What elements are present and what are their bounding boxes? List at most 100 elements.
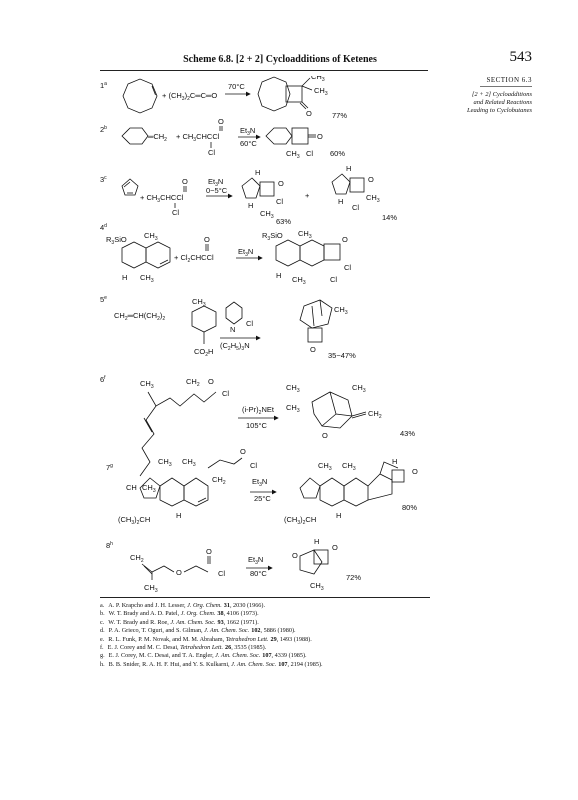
svg-text:+ CH3CHCCl: + CH3CHCCl — [176, 132, 220, 143]
reference-rest: , 5886 (1980). — [260, 627, 296, 635]
svg-text:80°C: 80°C — [250, 569, 267, 578]
svg-text:Cl: Cl — [208, 148, 215, 157]
svg-text:O: O — [368, 175, 374, 184]
reference-rest: , 2194 (1985). — [287, 660, 323, 668]
product-ring-c — [319, 477, 345, 507]
svg-text:O: O — [208, 377, 214, 386]
yield: 72% — [346, 573, 361, 582]
section-title: [2 + 2] Cycloadditions and Related React… — [442, 91, 532, 115]
bicyclic-product-2 — [331, 173, 351, 195]
svg-text:O: O — [240, 447, 246, 456]
svg-text:CH: CH — [126, 483, 137, 492]
svg-text:O: O — [292, 551, 298, 560]
svg-text:O: O — [182, 177, 188, 186]
entry-1: 1a + (CH3)2C═C═O 70°C O CH3 CH3 77% — [100, 76, 347, 120]
svg-text:O: O — [322, 431, 328, 440]
svg-text:O: O — [342, 235, 348, 244]
product-cyclobutanone — [323, 243, 341, 261]
reference-item: e.R. L. Funk, P. M. Novak, and M. M. Abr… — [100, 636, 440, 644]
reference-rest: , 1493 (1988). — [276, 635, 312, 643]
reference-journal: J. Am. Chem. Soc. — [231, 660, 277, 668]
reference-text-a: P. A. Grieco, T. Oguri, and S. Gilman, — [108, 627, 205, 635]
svg-text:H: H — [314, 537, 319, 546]
section-title-line-3: Leading to Cyclobutanes — [467, 107, 532, 114]
svg-text:O: O — [278, 179, 284, 188]
reference-journal: J. Am. Chem. Soc. — [215, 652, 261, 660]
svg-text:+ Cl2CHCCl: + Cl2CHCCl — [174, 253, 214, 264]
steroid-ring-d — [139, 477, 161, 499]
svg-text:CH3: CH3 — [286, 403, 300, 414]
svg-text:(CH3)2CH: (CH3)2CH — [118, 515, 150, 526]
section-label: SECTION 6.3 — [486, 76, 532, 84]
pyridine-ring — [225, 301, 243, 325]
reference-rest: , 1662 (1971). — [223, 618, 259, 626]
svg-text:H: H — [122, 273, 127, 282]
svg-text:Cl: Cl — [172, 208, 179, 217]
svg-text:CH3: CH3 — [286, 149, 300, 160]
entry-3: 3c + CH3CHCCl O Cl Et3N 0−5°C H O Cl H C… — [100, 164, 397, 226]
reference-text-a: W. T. Brady and A. D. Patel, — [108, 610, 181, 618]
product-bridge — [367, 461, 399, 501]
svg-text:Et3N: Et3N — [252, 477, 267, 488]
product-ring-b — [343, 477, 369, 507]
reference-text-a: E. J. Corey, M. C. Desai, and T. A. Engl… — [108, 652, 216, 660]
svg-text:H: H — [346, 164, 351, 173]
svg-text:CH3: CH3 — [140, 273, 154, 284]
reference-journal: J. Am. Chem. Soc. — [204, 627, 250, 635]
yield: 60% — [330, 149, 345, 158]
svg-text:105°C: 105°C — [246, 421, 268, 430]
reference-label: g. — [100, 652, 105, 660]
methyl-label: CH3 — [314, 86, 328, 97]
reference-vol: 93 — [217, 618, 224, 626]
bicyclic-product-1 — [241, 177, 261, 199]
svg-text:Et3N: Et3N — [248, 555, 263, 566]
reference-rest: , 3535 (1985). — [231, 644, 267, 652]
triene-chain — [147, 391, 217, 407]
yield: 77% — [332, 111, 347, 120]
section-rule — [480, 86, 532, 87]
svg-text:CH3: CH3 — [192, 297, 206, 308]
reference-item: b.W. T. Brady and A. D. Patel, J. Org. C… — [100, 610, 440, 618]
cyclohexane-ring — [191, 305, 217, 333]
references-list: a.A. P. Krapcho and J. H. Lesser, J. Org… — [100, 602, 440, 669]
svg-text:R3SiO: R3SiO — [262, 231, 283, 242]
cyclohexane-ring — [121, 127, 149, 145]
svg-text:25°C: 25°C — [254, 494, 271, 503]
polycyclic-product — [311, 391, 353, 429]
svg-text:CH2: CH2 — [130, 553, 144, 564]
tricyclic-product — [299, 299, 333, 329]
reference-vol: 102 — [251, 627, 261, 635]
svg-text:H: H — [336, 511, 341, 520]
svg-text:CH2═CH(CH2)2: CH2═CH(CH2)2 — [114, 311, 165, 322]
svg-text:Et3N: Et3N — [238, 247, 253, 258]
product-ring — [257, 76, 291, 112]
reference-rest: , 2030 (1966). — [229, 602, 266, 609]
reference-journal: J. Org. Chem. — [187, 602, 222, 609]
svg-text:Cl: Cl — [246, 319, 253, 328]
svg-text:Cl: Cl — [250, 461, 257, 470]
svg-text:7g: 7g — [106, 463, 113, 472]
svg-text:Et3N: Et3N — [208, 177, 223, 188]
svg-text:H: H — [176, 511, 181, 520]
svg-text:Cl: Cl — [352, 203, 359, 212]
svg-text:Cl: Cl — [276, 197, 283, 206]
svg-text:H: H — [276, 271, 281, 280]
tetrahydrofuran-ring — [299, 549, 323, 575]
reference-journal: J. Am. Chem. Soc. — [170, 618, 216, 626]
decalin-ring-b — [145, 241, 171, 269]
reference-label: h. — [100, 660, 105, 668]
svg-text:Cl: Cl — [222, 389, 229, 398]
reference-rest: , 4106 (1973). — [223, 610, 259, 618]
svg-text:CH3: CH3 — [310, 581, 324, 592]
reference-item: a.A. P. Krapcho and J. H. Lesser, J. Org… — [100, 602, 440, 610]
condition-temp: 70°C — [228, 82, 245, 91]
carbonyl-o: O — [306, 109, 312, 118]
svg-text:+ CH3CHCCl: + CH3CHCCl — [140, 193, 184, 204]
section-title-line-1: [2 + 2] Cycloadditions — [471, 91, 532, 98]
reference-item: f.E. J. Corey and M. C. Desai, Tetrahedr… — [100, 644, 440, 652]
reaction-scheme: 1a + (CH3)2C═C═O 70°C O CH3 CH3 77% 2b ═… — [100, 76, 418, 594]
svg-text:CO2H: CO2H — [194, 347, 213, 358]
svg-text:CH3: CH3 — [182, 457, 196, 468]
reference-item: c.W. T. Brady and R. Roe, J. Am. Chem. S… — [100, 619, 440, 627]
svg-text:60°C: 60°C — [240, 139, 257, 148]
